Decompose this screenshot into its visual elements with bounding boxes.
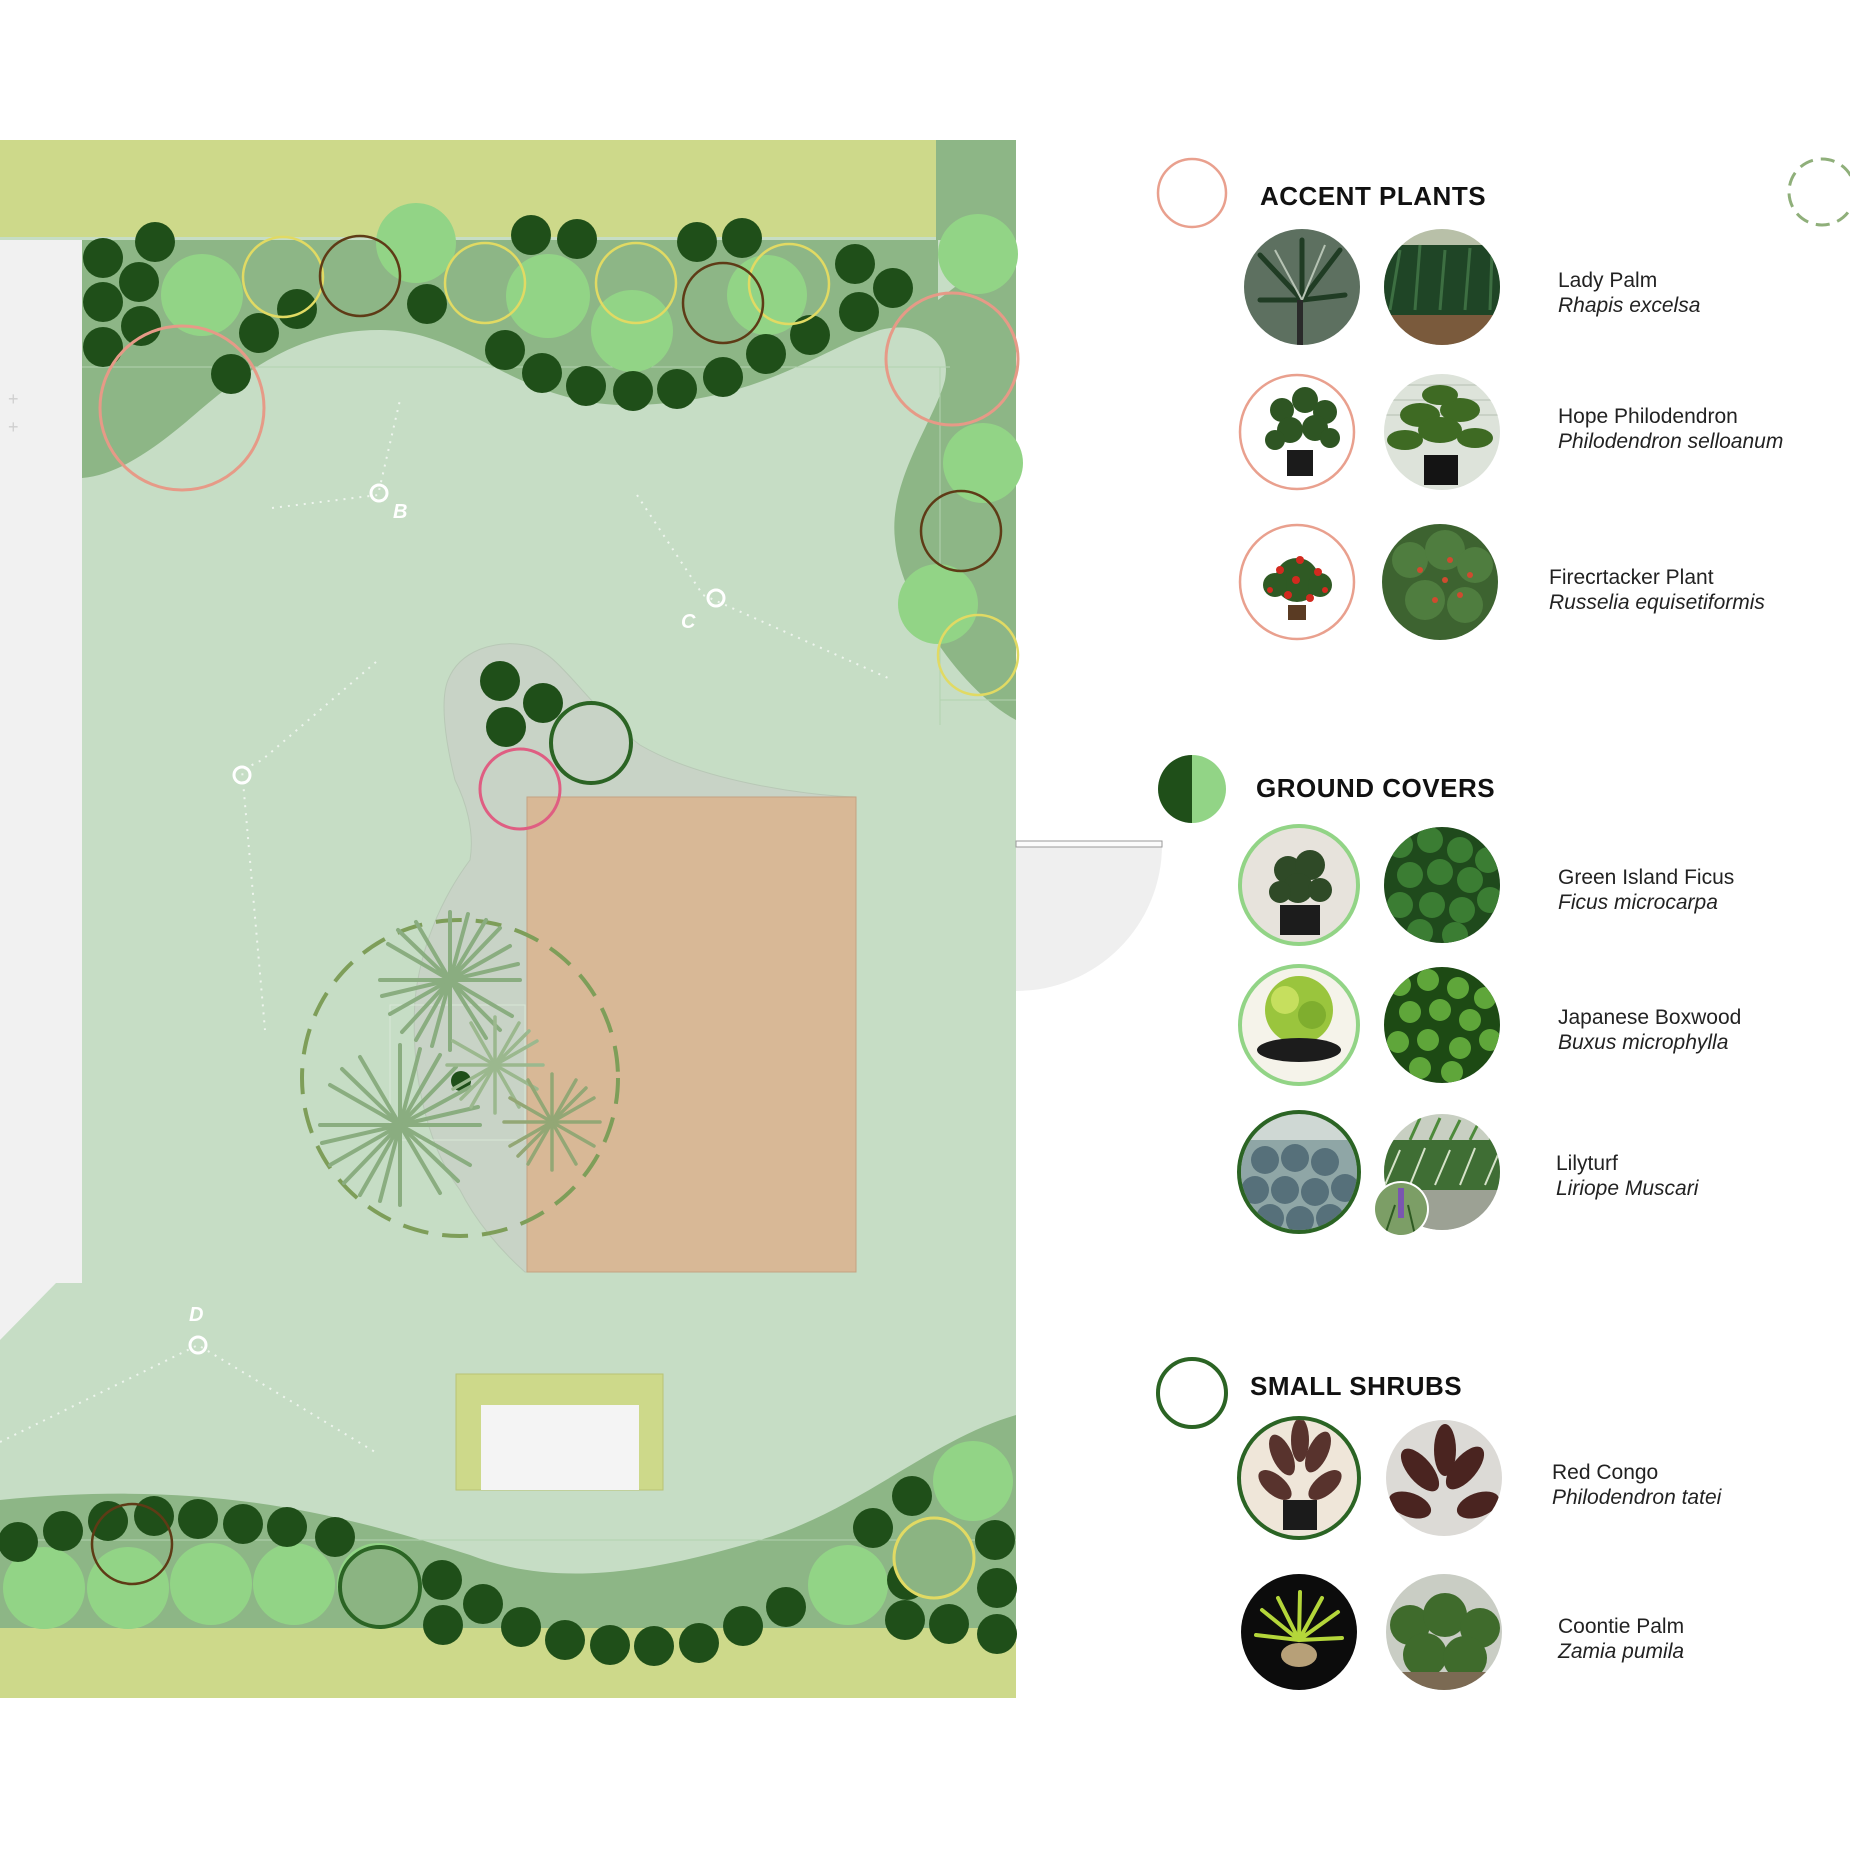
tree-legend-dashed-icon <box>1787 157 1850 227</box>
marker-label-d: D <box>189 1304 203 1326</box>
tree-canopy-dashed-icon <box>300 918 620 1238</box>
view-markers: B C D <box>188 483 726 1355</box>
dark-shrubs <box>0 215 1017 1666</box>
lilyturf-scientific: Liriope Muscari <box>1556 1177 1700 1200</box>
ground-cover-split-icon <box>1158 755 1226 823</box>
red-congo-scientific: Philodendron tatei <box>1552 1486 1723 1509</box>
lady-palm-photo-2 <box>1384 229 1500 345</box>
hope-philodendron-photo-2 <box>1384 374 1500 490</box>
top-border-strip <box>0 140 938 237</box>
accent-rings <box>90 234 1020 1586</box>
view-marker-a[interactable] <box>232 765 252 785</box>
view-marker-d[interactable] <box>188 1335 208 1355</box>
site-plan: + + <box>0 140 1163 1698</box>
japanese-boxwood-photo-1 <box>1241 967 1357 1083</box>
palm-symbols <box>318 910 602 1207</box>
hope-philodendron-scientific: Philodendron selloanum <box>1558 430 1783 453</box>
planter-box <box>481 1405 639 1490</box>
coontie-palm-name: Coontie Palm <box>1558 1615 1684 1638</box>
green-island-ficus-scientific: Ficus microcarpa <box>1558 891 1718 914</box>
lilyturf-name: Lilyturf <box>1556 1152 1618 1175</box>
patio <box>526 796 857 1273</box>
small-shrub-ring-icon <box>1156 1357 1228 1429</box>
ground-covers-title: GROUND COVERS <box>1256 773 1495 803</box>
firecracker-photo-2 <box>1382 524 1498 640</box>
view-marker-b[interactable] <box>369 483 389 503</box>
coontie-palm-photo-2 <box>1386 1574 1502 1690</box>
hope-philodendron-name: Hope Philodendron <box>1558 405 1738 428</box>
coontie-palm-scientific: Zamia pumila <box>1557 1640 1684 1663</box>
japanese-boxwood-photo-2 <box>1384 967 1500 1083</box>
lilyturf-flower-inset <box>1375 1183 1427 1235</box>
lilyturf-photo-1 <box>1241 1114 1357 1230</box>
view-lines <box>0 399 889 1453</box>
green-island-ficus-photo-2 <box>1384 827 1500 943</box>
accent-plants-title: ACCENT PLANTS <box>1260 181 1486 211</box>
marker-label-c: C <box>681 611 696 633</box>
accent-plant-ring-icon <box>1156 157 1228 229</box>
svg-text:+: + <box>8 417 19 437</box>
view-marker-c[interactable] <box>706 588 726 608</box>
plant-legend: ACCENT PLANTS Lady Palm Rh <box>1156 157 1850 1690</box>
red-congo-photo-2 <box>1386 1420 1502 1536</box>
firecracker-name: Firecrtacker Plant <box>1549 566 1714 589</box>
lady-palm-scientific: Rhapis excelsa <box>1558 294 1700 317</box>
small-shrubs-title: SMALL SHRUBS <box>1250 1371 1462 1401</box>
gate-leaf <box>1015 840 1163 848</box>
red-congo-name: Red Congo <box>1552 1461 1658 1484</box>
firecracker-photo-1 <box>1242 527 1352 637</box>
red-congo-photo-1 <box>1241 1420 1357 1536</box>
japanese-boxwood-scientific: Buxus microphylla <box>1558 1031 1728 1054</box>
firecracker-scientific: Russelia equisetiformis <box>1549 591 1765 614</box>
japanese-boxwood-name: Japanese Boxwood <box>1558 1006 1741 1029</box>
green-island-ficus-name: Green Island Ficus <box>1558 866 1734 889</box>
building-footprint <box>0 240 82 1340</box>
green-island-ficus-photo-1 <box>1241 827 1357 943</box>
coontie-palm-photo-1 <box>1241 1574 1357 1690</box>
lady-palm-name: Lady Palm <box>1558 269 1657 292</box>
svg-text:+: + <box>8 389 19 409</box>
hope-philodendron-photo-1 <box>1242 377 1352 487</box>
lady-palm-photo-1 <box>1244 229 1360 345</box>
medium-shrubs <box>338 701 976 1629</box>
gate-swing <box>1016 845 1162 991</box>
marker-label-b: B <box>393 501 407 523</box>
